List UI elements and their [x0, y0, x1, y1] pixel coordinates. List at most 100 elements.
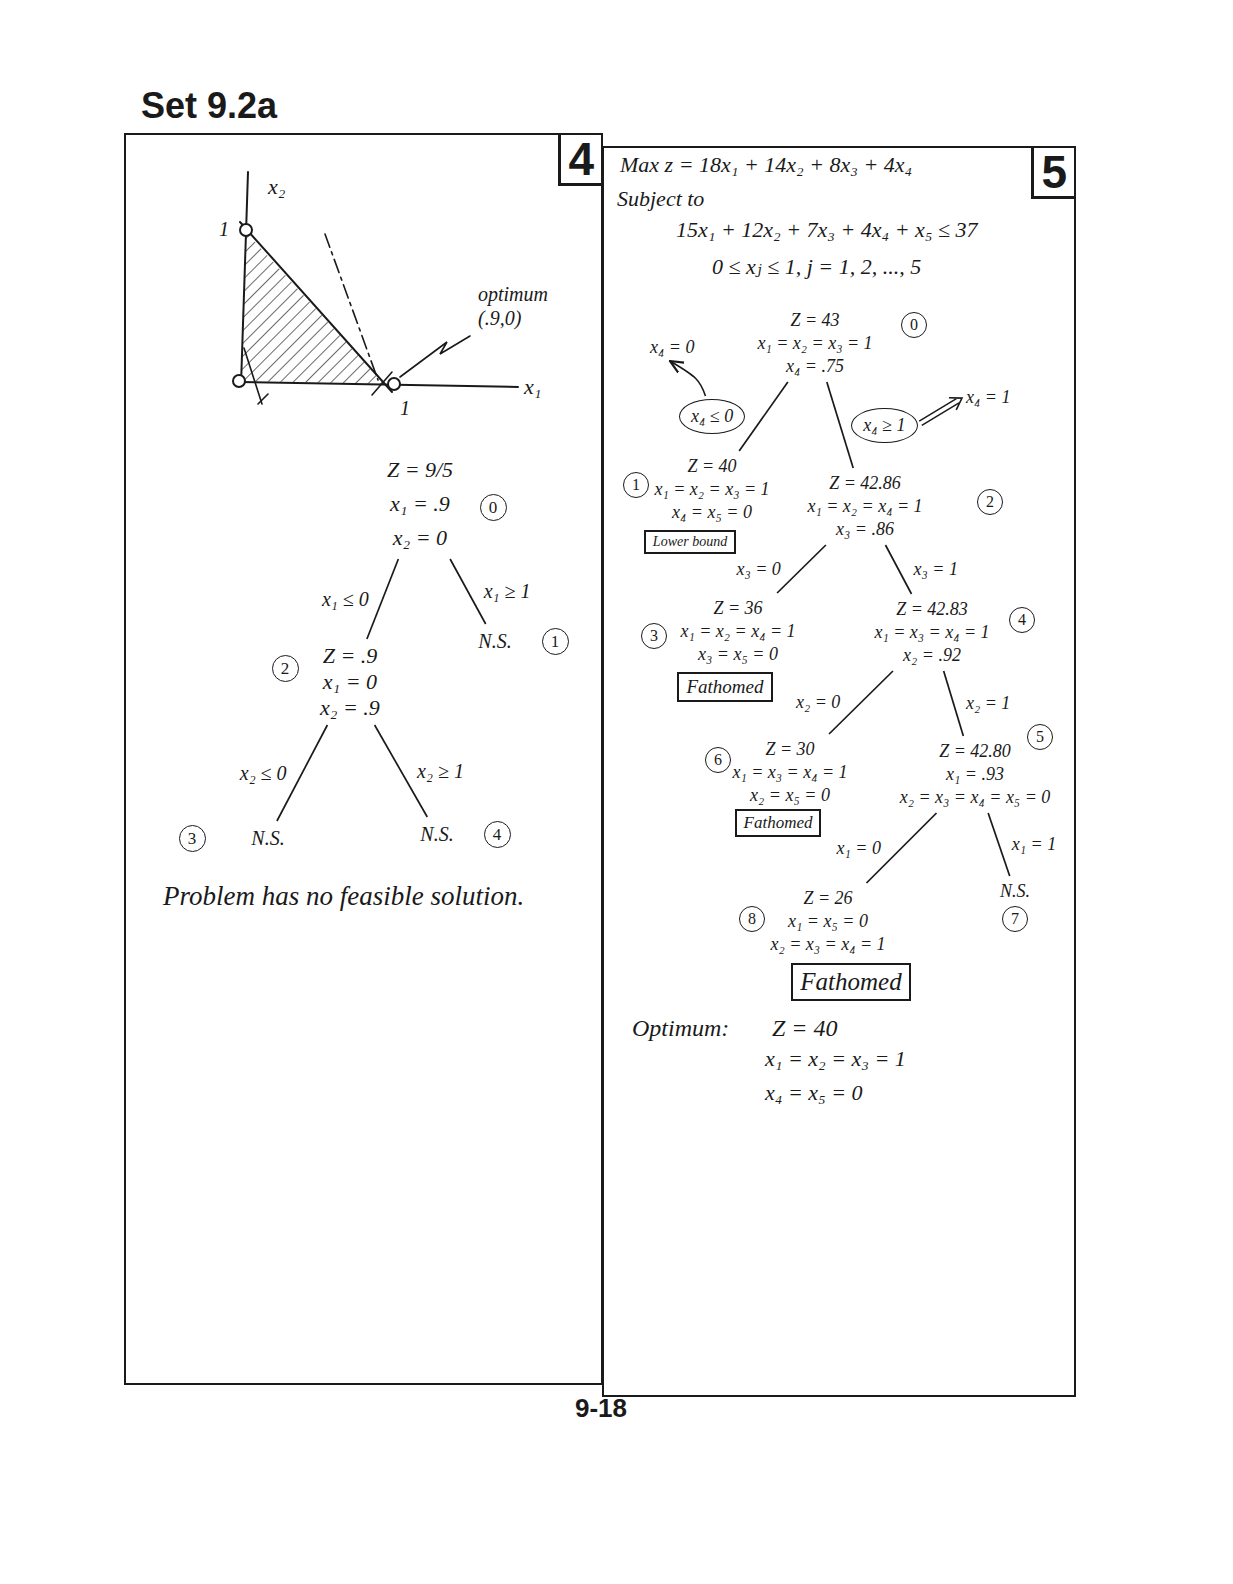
- annotation-text: x₁ = x₂ = x₃ = 1: [765, 1046, 906, 1072]
- branch-condition: x₄ ≤ 0: [679, 399, 745, 434]
- implies-arrow-head: [949, 398, 962, 410]
- node-number: 8: [748, 911, 756, 927]
- annotation-text: Z = 40: [772, 1014, 838, 1043]
- annotation-text: x₄ = 0: [650, 336, 694, 358]
- annotation-text: Subject to: [617, 186, 704, 212]
- branch-condition: x₃ = 0: [733, 558, 783, 581]
- branch-condition: x₁ ≥ 1: [481, 579, 534, 604]
- node-number-circle: 1: [623, 472, 649, 498]
- node-text: Z = 42.80: [900, 740, 1051, 763]
- branch-condition: x₁ = 0: [834, 837, 884, 860]
- node-number: 4: [493, 826, 502, 843]
- node-text: x₃ = .86: [807, 518, 922, 541]
- node-number-circle: 0: [480, 494, 507, 521]
- page-title: Set 9.2a: [141, 88, 277, 124]
- x1-axis: [239, 382, 518, 387]
- node-number: 4: [1018, 612, 1026, 628]
- annotation-text: Optimum:: [632, 1014, 729, 1043]
- node-number: 1: [551, 633, 560, 650]
- tree-node: Z = 30x₁ = x₃ = x₄ = 1x₂ = x₅ = 0: [732, 738, 847, 807]
- node-text: Fathomed: [744, 813, 813, 833]
- corner-point: [233, 375, 245, 387]
- leader-arrow: [670, 361, 705, 396]
- node-text: N.S.: [420, 821, 453, 847]
- annotation-text: 15x₁ + 12x₂ + 7x₃ + 4x₄ + x₅ ≤ 37: [676, 217, 978, 243]
- tree-node: Z = 36x₁ = x₂ = x₄ = 1x₃ = x₅ = 0: [680, 597, 795, 666]
- x2-axis: [241, 172, 248, 385]
- node-text: x₁ = .93: [900, 763, 1051, 786]
- node-text: x₁ = .9: [387, 487, 453, 521]
- branch-condition: x₂ ≥ 1: [414, 759, 467, 784]
- node-text: x₁ = x₂ = x₄ = 1: [807, 495, 922, 518]
- status-box: Fathomed: [791, 963, 910, 1001]
- node-text: x₂ = x₅ = 0: [732, 784, 847, 807]
- branch-line: [885, 545, 911, 594]
- node-text: Z = 30: [732, 738, 847, 761]
- annotation-text: Max z = 18x₁ + 14x₂ + 8x₃ + 4x₄: [620, 152, 912, 178]
- node-text: Z = 26: [770, 887, 885, 910]
- branch-line: [944, 671, 964, 736]
- branch-condition: x₂ ≤ 0: [237, 761, 290, 786]
- node-text: Z = 9/5: [387, 453, 453, 487]
- node-text: x₁ = x₃ = x₄ = 1: [874, 621, 989, 644]
- annotation-text: Problem has no feasible solution.: [163, 880, 524, 912]
- node-text: x₃ = x₅ = 0: [680, 643, 795, 666]
- branch-condition: x₁ = 1: [1009, 833, 1059, 856]
- node-number-circle: 7: [1002, 906, 1028, 932]
- node-text: x₁ = x₂ = x₄ = 1: [680, 620, 795, 643]
- node-number-circle: 5: [1027, 724, 1053, 750]
- node-number-circle: 2: [272, 655, 299, 682]
- node-number-circle: 6: [705, 747, 731, 773]
- node-number-circle: 8: [739, 906, 765, 932]
- node-number-circle: 1: [542, 628, 569, 655]
- direction-tick: [258, 394, 268, 404]
- branch-condition: x₁ ≤ 0: [319, 587, 372, 612]
- node-number-circle: 4: [1009, 607, 1035, 633]
- node-text: x₂ = .92: [874, 644, 989, 667]
- node-text: x₄ = x₅ = 0: [654, 501, 769, 524]
- tree-node: N.S.: [1000, 880, 1030, 903]
- node-text: N.S.: [1000, 880, 1030, 903]
- node-text: x₁ = x₂ = x₃ = 1: [757, 332, 872, 355]
- tree-node: Z = 43x₁ = x₂ = x₃ = 1x₄ = .75: [757, 309, 872, 378]
- node-text: Z = 42.86: [807, 472, 922, 495]
- node-number: 3: [650, 628, 658, 644]
- tree-node: Z = 26x₁ = x₅ = 0x₂ = x₃ = x₄ = 1: [770, 887, 885, 956]
- panel-number: 4: [558, 135, 601, 186]
- node-number: 0: [489, 499, 498, 516]
- branch-condition: x₂ = 1: [963, 692, 1013, 715]
- node-text: x₁ = x₃ = x₄ = 1: [732, 761, 847, 784]
- exercise-panel: Z = 43x₁ = x₂ = x₃ = 1x₄ = .7501Z = 40x₁…: [602, 146, 1076, 1397]
- node-number-circle: 2: [977, 489, 1003, 515]
- node-number: 5: [1036, 729, 1044, 745]
- status-box: Lower bound: [644, 530, 736, 555]
- node-text: x₂ = x₃ = x₄ = 1: [770, 933, 885, 956]
- annotation-text: 0 ≤ xⱼ ≤ 1, j = 1, 2, ..., 5: [712, 254, 921, 280]
- branch-condition: x₂ = 0: [793, 691, 843, 714]
- node-text: x₂ = 0: [387, 521, 453, 555]
- tree-node: N.S.: [420, 821, 453, 847]
- node-text: N.S.: [251, 825, 284, 851]
- node-number: 6: [714, 752, 722, 768]
- node-text: Z = 42.83: [874, 598, 989, 621]
- tree-node: Z = 40x₁ = x₂ = x₃ = 1x₄ = x₅ = 0: [654, 455, 769, 524]
- tree-node: Z = .9x₁ = 0x₂ = .9: [320, 643, 380, 721]
- tree-node: N.S.: [251, 825, 284, 851]
- status-box: Fathomed: [677, 672, 772, 703]
- node-number: 1: [632, 477, 640, 493]
- leader-line: [400, 336, 470, 377]
- node-number: 2: [986, 494, 994, 510]
- node-text: Z = 40: [654, 455, 769, 478]
- branch-line: [777, 545, 826, 593]
- node-number: 2: [281, 660, 290, 677]
- node-text: Z = 36: [680, 597, 795, 620]
- node-text: N.S.: [478, 628, 511, 654]
- implies-arrow: [922, 403, 959, 426]
- node-number-circle: 0: [901, 312, 927, 338]
- branch-line: [827, 382, 853, 468]
- corner-point: [388, 378, 400, 390]
- annotation-text: x₁: [524, 374, 541, 400]
- node-number: 0: [910, 317, 918, 333]
- annotation-text: optimum (.9,0): [478, 282, 574, 330]
